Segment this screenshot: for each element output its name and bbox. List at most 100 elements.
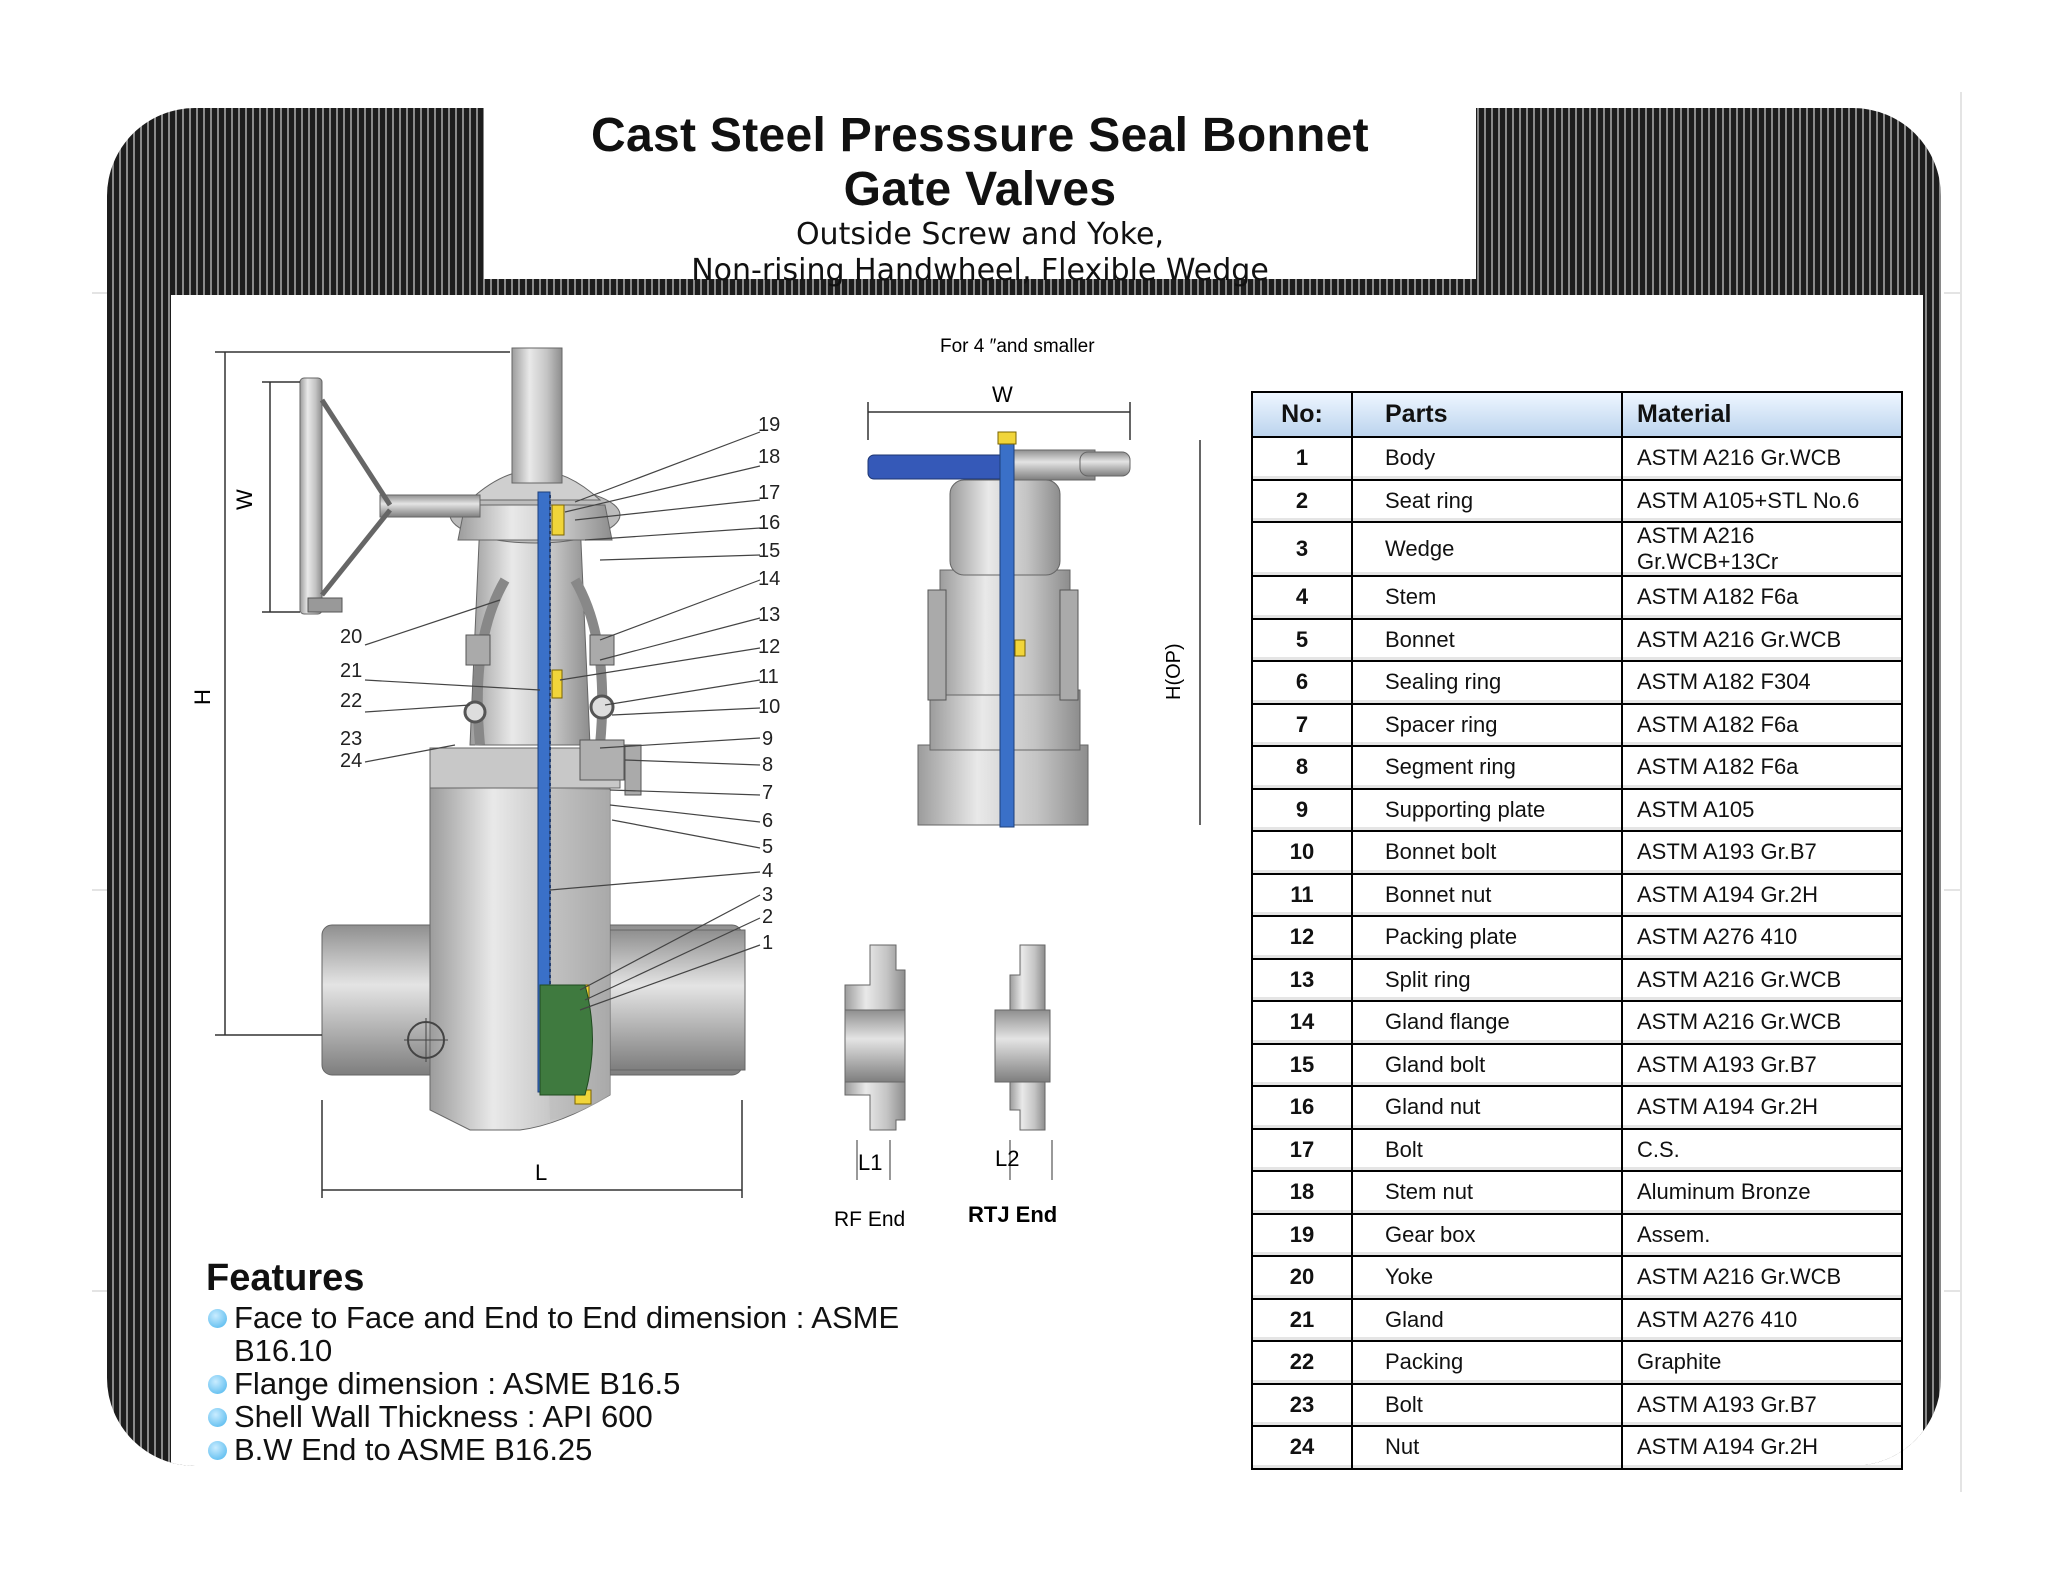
small-dimension-lines bbox=[867, 402, 1201, 825]
cell-material: ASTM A194 Gr.2H bbox=[1621, 1425, 1903, 1470]
main-valve-drawing bbox=[299, 347, 746, 1131]
callout-number: 9 bbox=[762, 728, 774, 750]
cell-material: ASTM A182 F304 bbox=[1621, 660, 1903, 705]
cell-no: 23 bbox=[1251, 1382, 1353, 1427]
callout-number: 17 bbox=[758, 482, 781, 504]
cell-no: 20 bbox=[1251, 1255, 1353, 1300]
cell-no: 5 bbox=[1251, 617, 1353, 662]
cell-part: Supporting plate bbox=[1351, 787, 1623, 832]
cell-part: Segment ring bbox=[1351, 745, 1623, 790]
callout-number: 12 bbox=[758, 636, 781, 658]
bullet-icon bbox=[208, 1375, 227, 1394]
page-guide-right-1 bbox=[1944, 292, 1960, 294]
page-subtitle-line1: Outside Screw and Yoke, bbox=[795, 217, 1165, 252]
cell-part: Gland bbox=[1351, 1297, 1623, 1342]
cell-part: Spacer ring bbox=[1351, 702, 1623, 747]
small-valve-note: For 4 ″and smaller bbox=[940, 336, 1095, 357]
cell-no: 4 bbox=[1251, 575, 1353, 620]
cell-material: ASTM A182 F6a bbox=[1621, 745, 1903, 790]
cell-no: 7 bbox=[1251, 702, 1353, 747]
cell-no: 17 bbox=[1251, 1127, 1353, 1172]
cell-part: Gland nut bbox=[1351, 1085, 1623, 1130]
cell-material: Aluminum Bronze bbox=[1621, 1170, 1903, 1215]
cell-part: Stem nut bbox=[1351, 1170, 1623, 1215]
features-title: Features bbox=[206, 1257, 365, 1299]
cell-no: 1 bbox=[1251, 436, 1353, 481]
cell-no: 14 bbox=[1251, 1000, 1353, 1045]
cell-part: Bolt bbox=[1351, 1127, 1623, 1172]
cell-material: ASTM A193 Gr.B7 bbox=[1621, 1042, 1903, 1087]
page-subtitle-line2: Non-rising Handwheel, Flexible Wedge bbox=[691, 253, 1269, 288]
cell-no: 15 bbox=[1251, 1042, 1353, 1087]
cell-part: Gear box bbox=[1351, 1212, 1623, 1257]
main-dimension-lines bbox=[215, 351, 743, 1198]
cell-material: ASTM A105+STL No.6 bbox=[1621, 478, 1903, 523]
cell-material: ASTM A193 Gr.B7 bbox=[1621, 1382, 1903, 1427]
cell-material: ASTM A276 410 bbox=[1621, 915, 1903, 960]
table-header-row: No: Parts Material bbox=[1251, 391, 1903, 438]
cell-material: ASTM A194 Gr.2H bbox=[1621, 1085, 1903, 1130]
callout-number: 22 bbox=[340, 690, 363, 712]
dim-w-small: W bbox=[992, 382, 1013, 407]
small-valve-drawing bbox=[867, 431, 1131, 828]
callout-number: 1 bbox=[762, 932, 774, 954]
callout-number: 2 bbox=[762, 906, 774, 928]
cell-no: 10 bbox=[1251, 830, 1353, 875]
callout-number: 16 bbox=[758, 512, 781, 534]
callout-number: 3 bbox=[762, 884, 774, 906]
page-title-line1: Cast Steel Presssure Seal Bonnet bbox=[591, 109, 1369, 162]
page-guide-right-3 bbox=[1944, 1290, 1960, 1292]
features-section: Features Face to Face and End to End dim… bbox=[206, 1257, 914, 1466]
bullet-icon bbox=[208, 1441, 227, 1460]
cell-no: 13 bbox=[1251, 957, 1353, 1002]
cell-material: ASTM A193 Gr.B7 bbox=[1621, 830, 1903, 875]
cell-part: Seat ring bbox=[1351, 478, 1623, 523]
title-box: Cast Steel Presssure Seal Bonnet Gate Va… bbox=[484, 107, 1476, 287]
cell-material: Graphite bbox=[1621, 1340, 1903, 1385]
callout-number: 13 bbox=[758, 604, 781, 626]
callout-number: 6 bbox=[762, 810, 774, 832]
dim-l1: L1 bbox=[858, 1150, 882, 1175]
feature-item: Flange dimension : ASME B16.5 bbox=[206, 1367, 914, 1400]
cell-material: C.S. bbox=[1621, 1127, 1903, 1172]
header-no: No: bbox=[1251, 391, 1353, 438]
feature-item: Face to Face and End to End dimension : … bbox=[206, 1301, 914, 1367]
cell-no: 21 bbox=[1251, 1297, 1353, 1342]
cell-no: 11 bbox=[1251, 872, 1353, 917]
callout-number: 8 bbox=[762, 754, 774, 776]
cell-material: ASTM A216 Gr.WCB bbox=[1621, 1000, 1903, 1045]
cell-material: ASTM A276 410 bbox=[1621, 1297, 1903, 1342]
cell-no: 3 bbox=[1251, 521, 1353, 577]
rf-end-label: RF End bbox=[834, 1208, 905, 1231]
cell-no: 8 bbox=[1251, 745, 1353, 790]
cell-part: Bonnet nut bbox=[1351, 872, 1623, 917]
cell-part: Yoke bbox=[1351, 1255, 1623, 1300]
dim-l-main: L bbox=[535, 1160, 547, 1185]
cell-part: Packing plate bbox=[1351, 915, 1623, 960]
callout-number: 21 bbox=[340, 660, 363, 682]
cell-material: ASTM A216 Gr.WCB bbox=[1621, 436, 1903, 481]
dim-h-main: H bbox=[190, 689, 215, 705]
cell-part: Gland bolt bbox=[1351, 1042, 1623, 1087]
header-parts: Parts bbox=[1351, 391, 1623, 438]
feature-text: Flange dimension : ASME B16.5 bbox=[234, 1366, 681, 1401]
callout-number: 11 bbox=[758, 666, 779, 688]
feature-text: Face to Face and End to End dimension : … bbox=[234, 1300, 900, 1368]
cell-no: 18 bbox=[1251, 1170, 1353, 1215]
